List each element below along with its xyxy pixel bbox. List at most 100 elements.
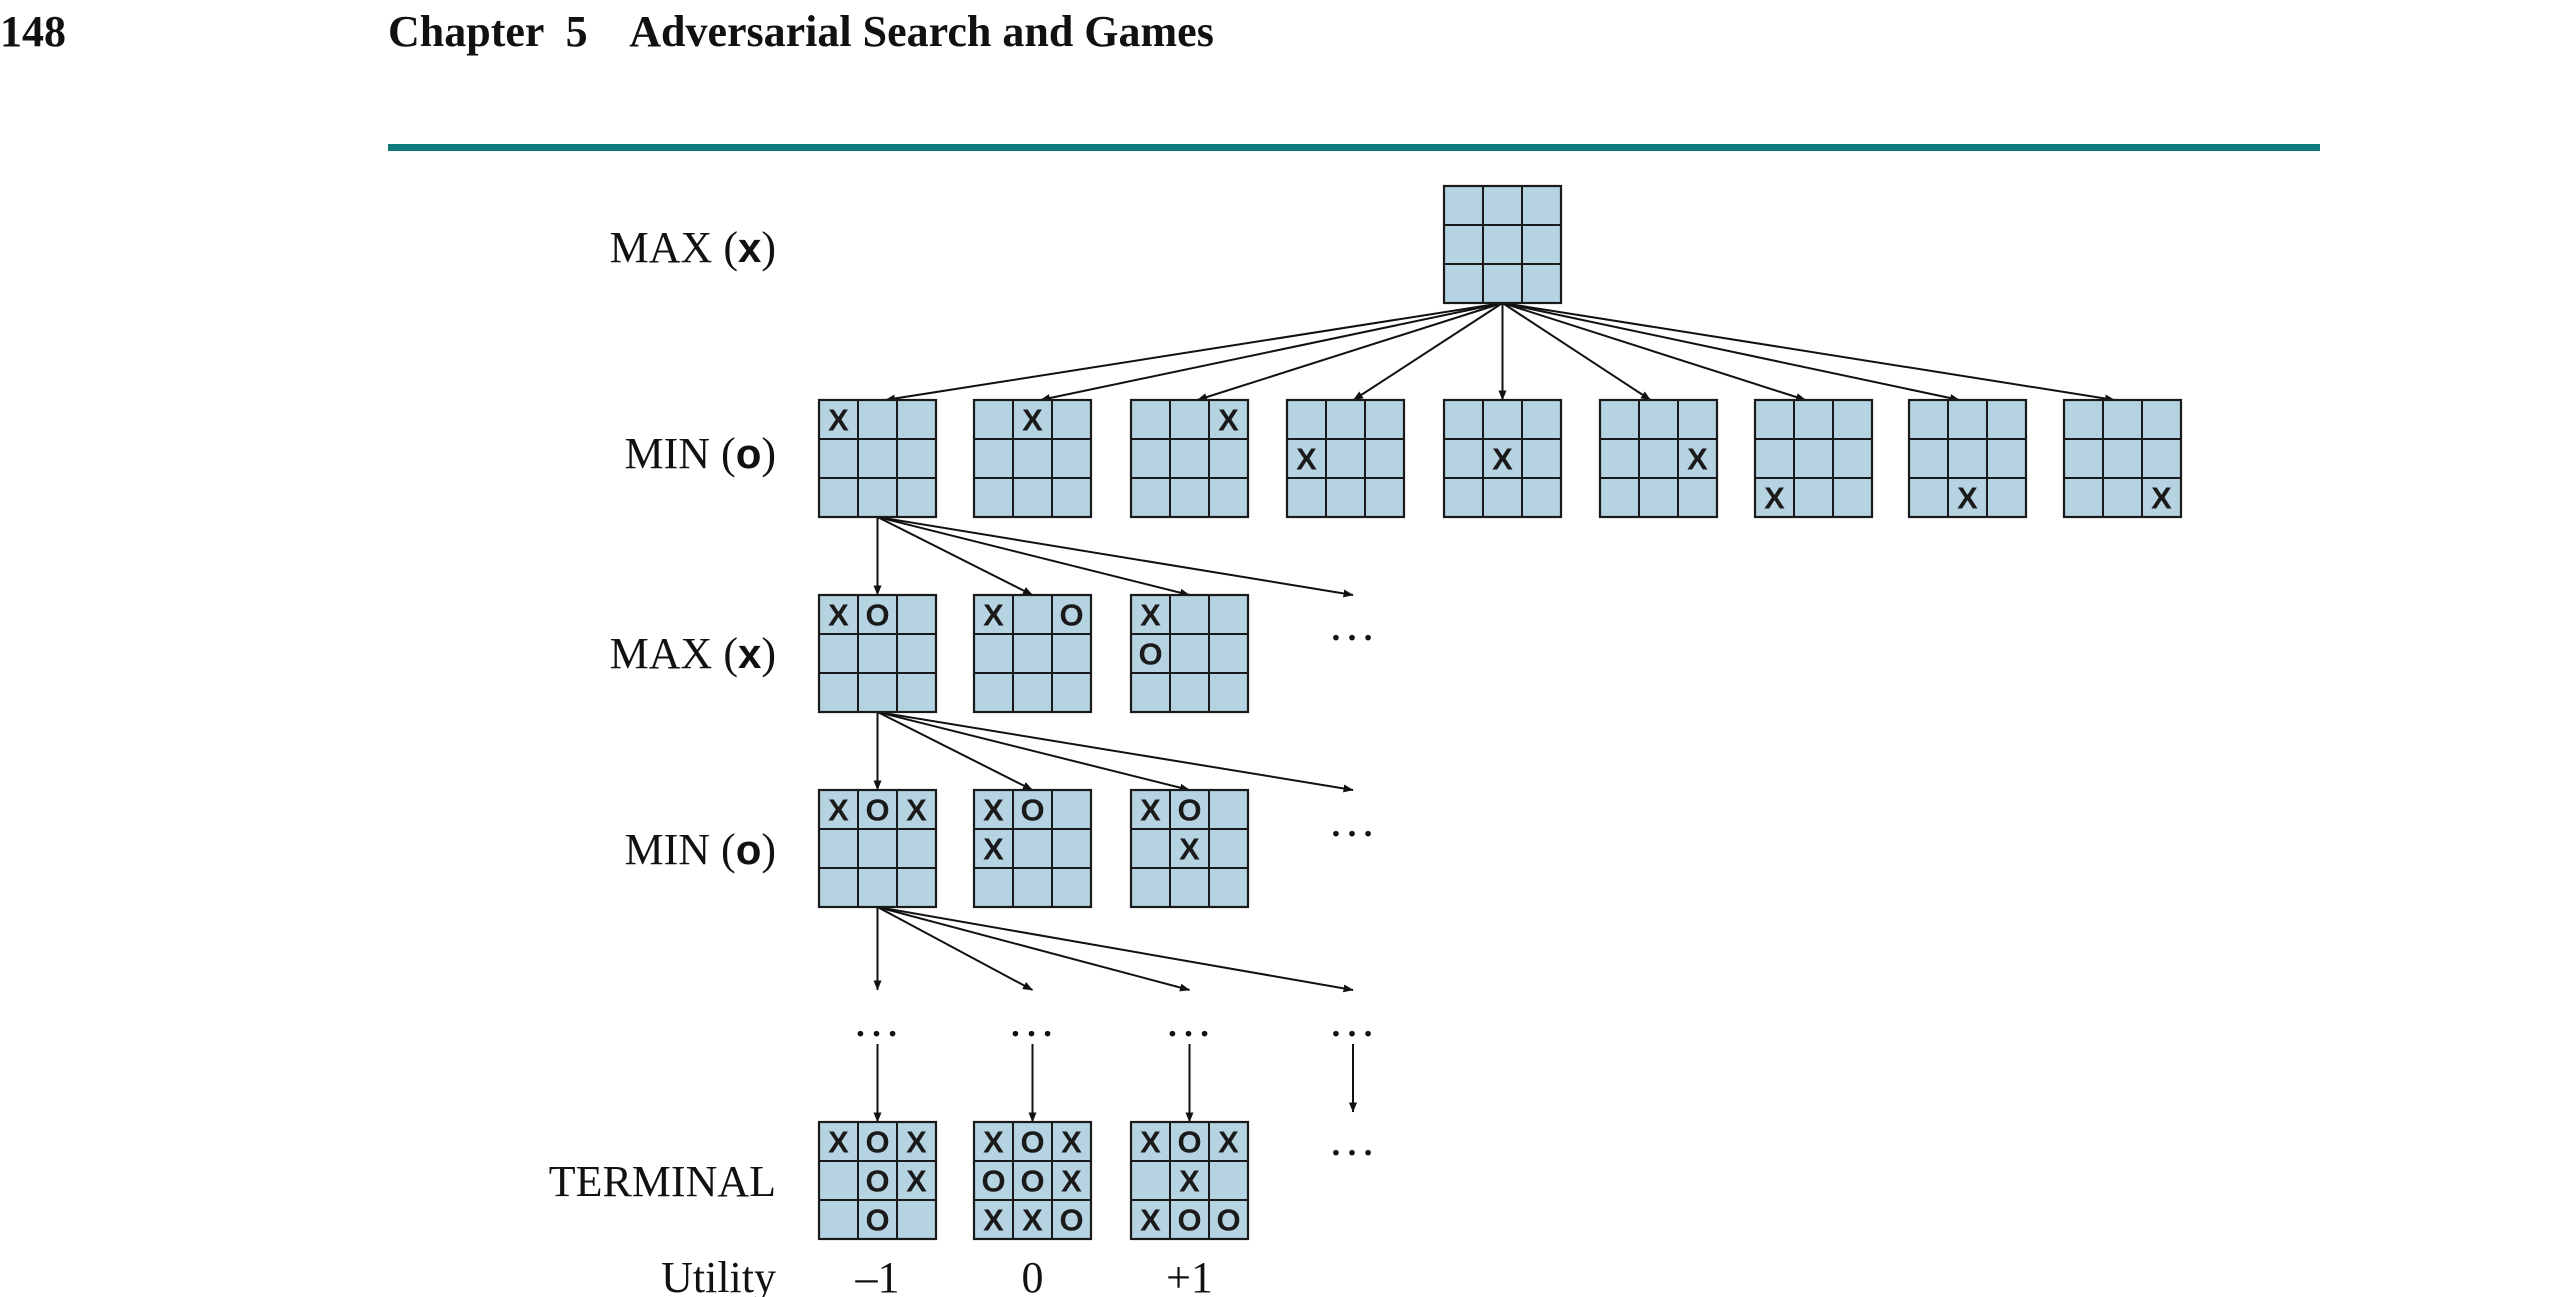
page-number: 148: [0, 7, 66, 56]
x-mark: X: [828, 1125, 849, 1160]
o-mark: O: [1020, 1164, 1044, 1199]
min-board: X: [1442, 398, 1563, 519]
board-background: [1129, 1120, 1250, 1241]
board-background: [972, 1120, 1093, 1241]
x-mark: X: [983, 1203, 1004, 1238]
x-mark: X: [2151, 481, 2172, 516]
min-board: X: [2062, 398, 2183, 519]
level-label: MIN (o): [624, 825, 776, 874]
utility-label: Utility: [661, 1253, 776, 1297]
ellipsis: …: [1328, 994, 1378, 1047]
x-mark: X: [983, 598, 1004, 633]
chapter-title: Chapter 5 Adversarial Search and Games: [388, 7, 1214, 56]
o-mark: O: [865, 1164, 889, 1199]
board-background: [2062, 398, 2183, 519]
x-mark: X: [983, 1125, 1004, 1160]
ellipsis: …: [1328, 794, 1378, 847]
o-mark: O: [1059, 1203, 1083, 1238]
min-board: X: [1285, 398, 1406, 519]
tree-edge-arrow: [885, 302, 1503, 403]
tree-edge-arrow: [1501, 302, 1652, 401]
tree-edge-arrow: [877, 711, 1190, 792]
level-label: MAX (x): [610, 629, 776, 678]
tree-edge-arrow: [877, 516, 1033, 596]
board-background: [1753, 398, 1874, 519]
x-mark: X: [1140, 1125, 1161, 1160]
min-board: X: [1753, 398, 1874, 519]
min-board: X: [1598, 398, 1719, 519]
x-mark: X: [828, 598, 849, 633]
x-mark: X: [828, 403, 849, 438]
level-labels: MAX (x)MIN (o)MAX (x)MIN (o)TERMINAL: [549, 223, 776, 1206]
x-mark: X: [1061, 1164, 1082, 1199]
x-mark: X: [1296, 442, 1317, 477]
ellipsis: …: [1328, 598, 1378, 651]
tree-edge-arrow: [877, 711, 1033, 791]
board-background: [972, 593, 1093, 714]
board-background: [1129, 398, 1250, 519]
root-board: [1442, 184, 1563, 305]
x-mark: X: [1179, 1164, 1200, 1199]
board-background: [972, 788, 1093, 909]
x-mark: X: [1140, 1203, 1161, 1238]
continuation-ellipses: … … … … … … …: [853, 598, 1378, 1166]
board-background: [972, 398, 1093, 519]
x-mark: X: [1179, 832, 1200, 867]
tree-edge-arrow: [877, 516, 1190, 597]
x-mark: X: [1687, 442, 1708, 477]
max-board: XO: [1129, 593, 1250, 714]
x-mark: X: [983, 793, 1004, 828]
x-mark: X: [1218, 1125, 1239, 1160]
board-background: [817, 788, 938, 909]
x-mark: X: [1492, 442, 1513, 477]
o-mark: O: [1020, 1125, 1044, 1160]
x-mark: X: [1764, 481, 1785, 516]
board-background: [1129, 788, 1250, 909]
min-board: X: [1907, 398, 2028, 519]
o-mark: O: [865, 598, 889, 633]
ellipsis: …: [1328, 1113, 1378, 1166]
ellipsis: …: [1008, 994, 1058, 1047]
level-label: MIN (o): [624, 429, 776, 478]
board-background: [817, 593, 938, 714]
board-background: [1442, 398, 1563, 519]
x-mark: X: [983, 832, 1004, 867]
o-mark: O: [1216, 1203, 1240, 1238]
x-mark: X: [1140, 793, 1161, 828]
o-mark: O: [1177, 793, 1201, 828]
ellipsis: …: [853, 994, 903, 1047]
tree-edge-arrow: [877, 906, 1354, 993]
tree-edge-arrow: [1040, 302, 1503, 402]
tree-edge-arrow: [1502, 302, 1806, 401]
board-background: [1598, 398, 1719, 519]
tree-edge-arrow: [877, 906, 1033, 991]
tree-edge-arrow: [1502, 302, 2115, 403]
board-background: [1907, 398, 2028, 519]
tree-edge-arrow: [877, 711, 1354, 793]
board-background: [817, 1120, 938, 1241]
board-background: [1442, 184, 1563, 305]
x-mark: X: [906, 1125, 927, 1160]
x-mark: X: [1022, 1203, 1043, 1238]
o-mark: O: [1059, 598, 1083, 633]
tree-edge-arrow: [877, 516, 1354, 598]
utility-value: –1: [855, 1253, 900, 1297]
o-mark: O: [865, 1203, 889, 1238]
x-mark: X: [1140, 598, 1161, 633]
tree-edge-arrow: [1352, 302, 1504, 401]
min-board: X: [972, 398, 1093, 519]
ellipsis: …: [1165, 994, 1215, 1047]
tree-edges: [873, 302, 2115, 1123]
x-mark: X: [1218, 403, 1239, 438]
x-mark: X: [906, 1164, 927, 1199]
x-mark: X: [1061, 1125, 1082, 1160]
